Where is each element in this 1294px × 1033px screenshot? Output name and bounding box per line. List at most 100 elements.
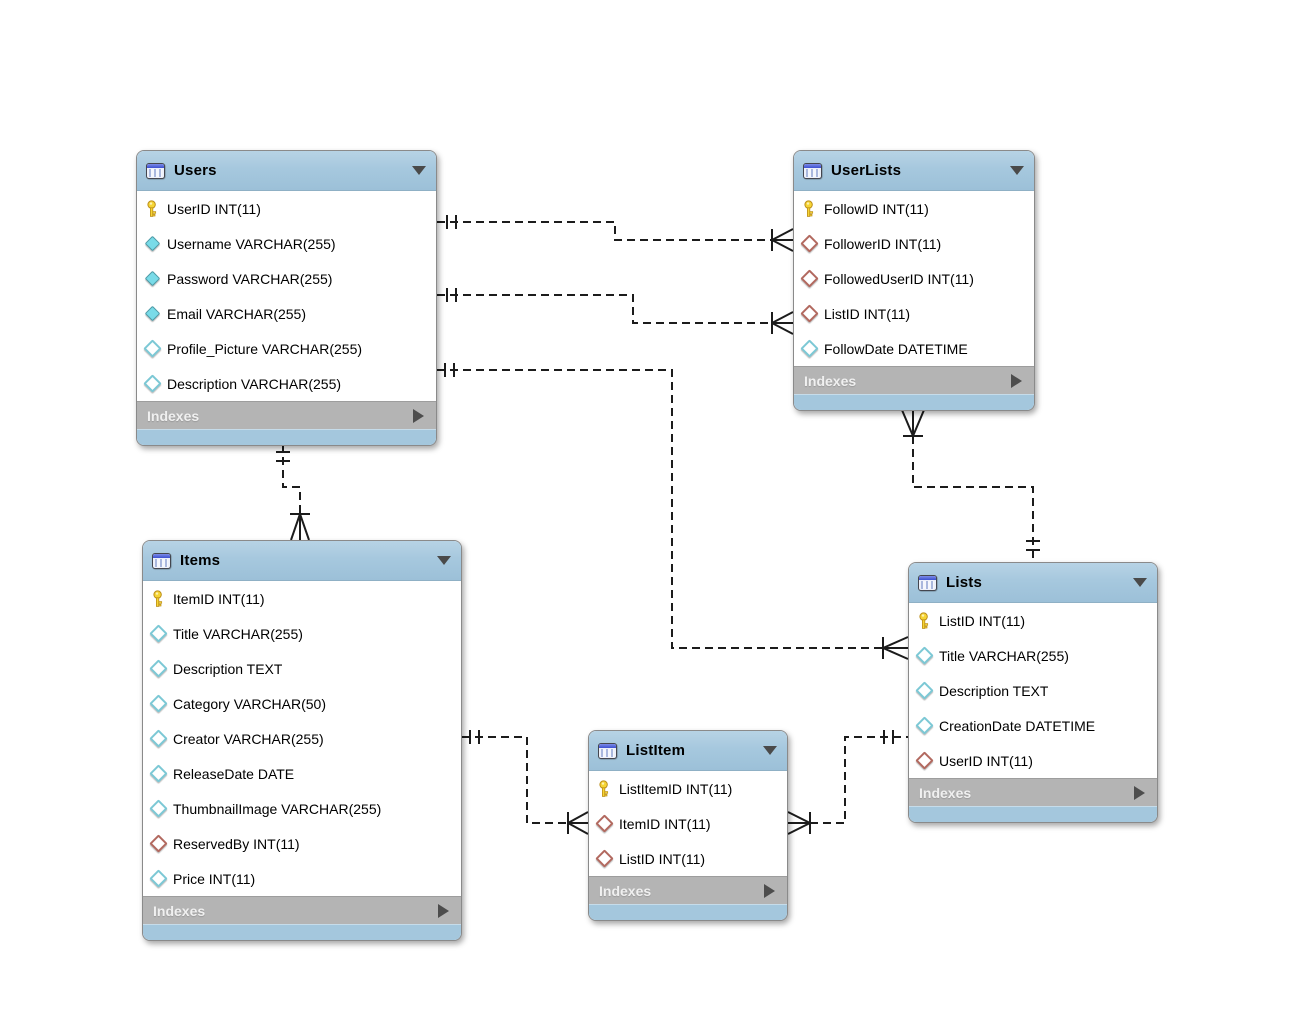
expand-arrow-icon[interactable]: [1011, 373, 1022, 388]
column-row[interactable]: FollowDate DATETIME: [794, 331, 1034, 366]
column-label: Profile_Picture VARCHAR(255): [167, 340, 363, 357]
table-title: Items: [180, 552, 221, 569]
column-row[interactable]: Password VARCHAR(255): [137, 261, 436, 296]
nullable-diamond-glyph: [914, 646, 934, 665]
column-row[interactable]: ItemID INT(11): [143, 581, 461, 616]
collapse-arrow-icon[interactable]: [437, 556, 451, 565]
cardinality-markers: [446, 215, 794, 252]
column-nullable-icon: [142, 339, 162, 358]
relationship-line: [437, 221, 772, 241]
collapse-arrow-icon[interactable]: [1133, 578, 1147, 587]
fk-diamond-glyph: [148, 834, 168, 853]
column-row[interactable]: Price INT(11): [143, 861, 461, 896]
column-label: Title VARCHAR(255): [173, 625, 303, 642]
table-header[interactable]: ListItem: [589, 731, 787, 771]
column-row[interactable]: ReservedBy INT(11): [143, 826, 461, 861]
column-nullable-icon: [914, 646, 934, 665]
filled-diamond-glyph: [144, 270, 160, 287]
column-row[interactable]: ListID INT(11): [909, 603, 1157, 638]
table-columns: UserID INT(11)Username VARCHAR(255)Passw…: [137, 191, 436, 401]
table-header[interactable]: UserLists: [794, 151, 1034, 191]
indexes-bar[interactable]: Indexes: [909, 778, 1157, 806]
nullable-diamond-glyph: [914, 681, 934, 700]
primary-key-glyph: [804, 199, 814, 217]
column-row[interactable]: FollowID INT(11): [794, 191, 1034, 226]
column-row[interactable]: Description TEXT: [909, 673, 1157, 708]
column-row[interactable]: Title VARCHAR(255): [143, 616, 461, 651]
column-row[interactable]: UserID INT(11): [909, 743, 1157, 778]
expand-arrow-icon[interactable]: [1134, 785, 1145, 800]
relationship-listitem-lists: [787, 730, 908, 835]
column-row[interactable]: FollowedUserID INT(11): [794, 261, 1034, 296]
column-row[interactable]: ItemID INT(11): [589, 806, 787, 841]
column-row[interactable]: ListID INT(11): [589, 841, 787, 876]
column-row[interactable]: Username VARCHAR(255): [137, 226, 436, 261]
column-nullable-icon: [799, 339, 819, 358]
column-label: CreationDate DATETIME: [939, 717, 1096, 734]
fk-diamond-glyph: [799, 269, 819, 288]
column-row[interactable]: ThumbnailImage VARCHAR(255): [143, 791, 461, 826]
relationship-items-listitem: [462, 730, 589, 835]
column-row[interactable]: ReleaseDate DATE: [143, 756, 461, 791]
primary-key-glyph: [147, 199, 157, 217]
relationship-users-items: [276, 444, 310, 541]
fk-diamond-glyph: [799, 304, 819, 323]
column-row[interactable]: Category VARCHAR(50): [143, 686, 461, 721]
column-nullable-icon: [142, 374, 162, 393]
collapse-arrow-icon[interactable]: [412, 166, 426, 175]
column-row[interactable]: Description TEXT: [143, 651, 461, 686]
primary-key-glyph: [599, 779, 609, 797]
indexes-bar[interactable]: Indexes: [143, 896, 461, 924]
column-label: Description TEXT: [173, 660, 283, 677]
collapse-arrow-icon[interactable]: [1010, 166, 1024, 175]
table-header[interactable]: Items: [143, 541, 461, 581]
column-label: ReservedBy INT(11): [173, 835, 300, 852]
column-nullable-icon: [148, 659, 168, 678]
table-columns: ItemID INT(11) Title VARCHAR(255) Descript…: [143, 581, 461, 896]
column-row[interactable]: FollowerID INT(11): [794, 226, 1034, 261]
collapse-arrow-icon[interactable]: [763, 746, 777, 755]
expand-arrow-icon[interactable]: [764, 883, 775, 898]
expand-arrow-icon[interactable]: [413, 408, 424, 423]
column-row[interactable]: UserID INT(11): [137, 191, 436, 226]
nullable-diamond-glyph: [148, 869, 168, 888]
nullable-diamond-glyph: [148, 729, 168, 748]
foreign-key-icon: [799, 234, 819, 253]
relationship-line: [437, 294, 772, 324]
column-row[interactable]: ListItemID INT(11): [589, 771, 787, 806]
indexes-bar[interactable]: Indexes: [137, 401, 436, 429]
nullable-diamond-glyph: [148, 694, 168, 713]
column-nullable-icon: [148, 764, 168, 783]
column-label: ListID INT(11): [619, 850, 706, 867]
column-row[interactable]: ListID INT(11): [794, 296, 1034, 331]
relationship-line: [462, 736, 568, 824]
table-footer: [589, 904, 787, 920]
column-row[interactable]: CreationDate DATETIME: [909, 708, 1157, 743]
table-icon: [598, 742, 617, 759]
column-label: UserID INT(11): [939, 752, 1033, 769]
column-row[interactable]: Email VARCHAR(255): [137, 296, 436, 331]
expand-arrow-icon[interactable]: [438, 903, 449, 918]
relationship-line: [912, 436, 1034, 562]
table-header[interactable]: Lists: [909, 563, 1157, 603]
column-label: ListItemID INT(11): [619, 780, 733, 797]
column-required-icon: [144, 235, 160, 252]
column-label: ListID INT(11): [824, 305, 911, 322]
column-row[interactable]: Profile_Picture VARCHAR(255): [137, 331, 436, 366]
nullable-diamond-glyph: [799, 339, 819, 358]
column-row[interactable]: Creator VARCHAR(255): [143, 721, 461, 756]
fk-diamond-glyph: [594, 849, 614, 868]
column-row[interactable]: Title VARCHAR(255): [909, 638, 1157, 673]
table-header[interactable]: Users: [137, 151, 436, 191]
column-label: ListID INT(11): [939, 612, 1026, 629]
column-label: Price INT(11): [173, 870, 256, 887]
relationship-users-lists: [437, 363, 909, 660]
indexes-bar[interactable]: Indexes: [589, 876, 787, 904]
column-row[interactable]: Description VARCHAR(255): [137, 366, 436, 401]
indexes-bar[interactable]: Indexes: [794, 366, 1034, 394]
